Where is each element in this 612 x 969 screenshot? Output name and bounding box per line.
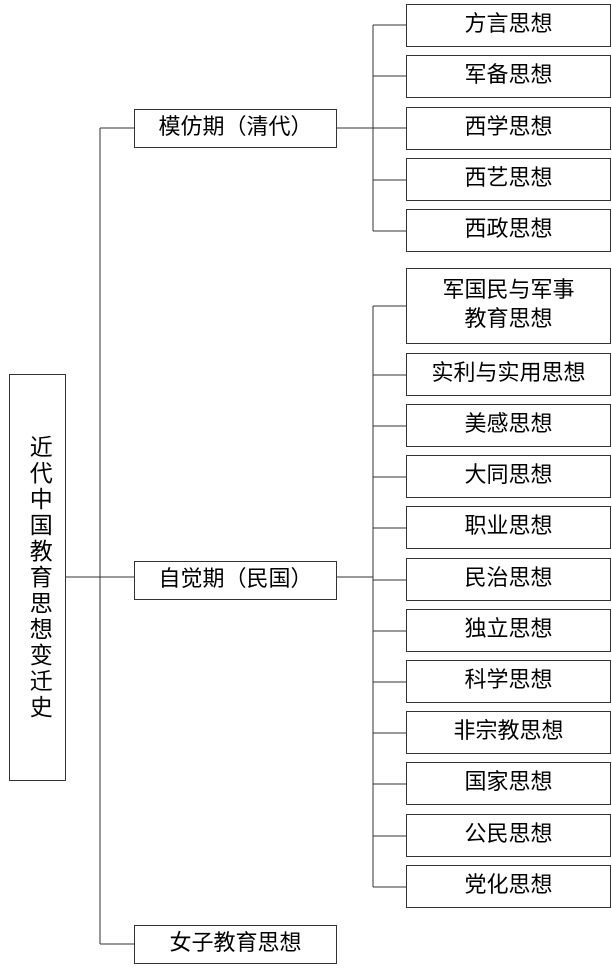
leaf-label: 职业思想 [464,514,553,540]
leaf-node: 党化思想 [406,865,611,908]
leaf-label: 实利与实用思想 [431,361,586,387]
period-node-qing: 模仿期（清代） [134,109,337,148]
period-label: 自觉期（民国） [158,567,313,593]
leaf-node: 美感思想 [406,404,611,447]
leaf-node: 西学思想 [406,107,611,150]
leaf-node: 科学思想 [406,660,611,703]
leaf-node: 军备思想 [406,55,611,98]
leaf-label: 国家思想 [464,770,553,796]
period-label: 模仿期（清代） [158,115,313,141]
leaf-label: 西艺思想 [464,166,553,192]
leaf-label: 党化思想 [464,873,553,899]
leaf-node: 实利与实用思想 [406,353,611,396]
period-node-women-education: 女子教育思想 [134,925,337,964]
leaf-node: 西艺思想 [406,158,611,201]
root-label: 近代中国教育思想变迁史 [25,434,52,721]
leaf-label: 大同思想 [464,463,553,489]
leaf-node: 国家思想 [406,762,611,805]
leaf-label: 非宗教思想 [453,719,564,745]
leaf-label: 方言思想 [464,12,553,38]
leaf-node: 非宗教思想 [406,711,611,754]
leaf-label: 西政思想 [464,217,553,243]
leaf-node: 民治思想 [406,558,611,601]
leaf-label: 西学思想 [464,115,553,141]
leaf-node: 西政思想 [406,209,611,252]
leaf-node: 职业思想 [406,506,611,549]
leaf-label: 军国民与军事 教育思想 [442,278,575,332]
leaf-label: 美感思想 [464,412,553,438]
leaf-label: 独立思想 [464,617,553,643]
leaf-node: 公民思想 [406,814,611,857]
leaf-node: 独立思想 [406,609,611,652]
leaf-label: 科学思想 [464,668,553,694]
leaf-label: 军备思想 [464,63,553,89]
leaf-node: 大同思想 [406,455,611,498]
leaf-node: 军国民与军事 教育思想 [406,268,611,344]
period-node-minguo: 自觉期（民国） [134,561,337,600]
leaf-node: 方言思想 [406,4,611,47]
period-label: 女子教育思想 [169,931,302,957]
root-node: 近代中国教育思想变迁史 [9,374,66,781]
leaf-label: 民治思想 [464,566,553,592]
leaf-label: 公民思想 [464,822,553,848]
